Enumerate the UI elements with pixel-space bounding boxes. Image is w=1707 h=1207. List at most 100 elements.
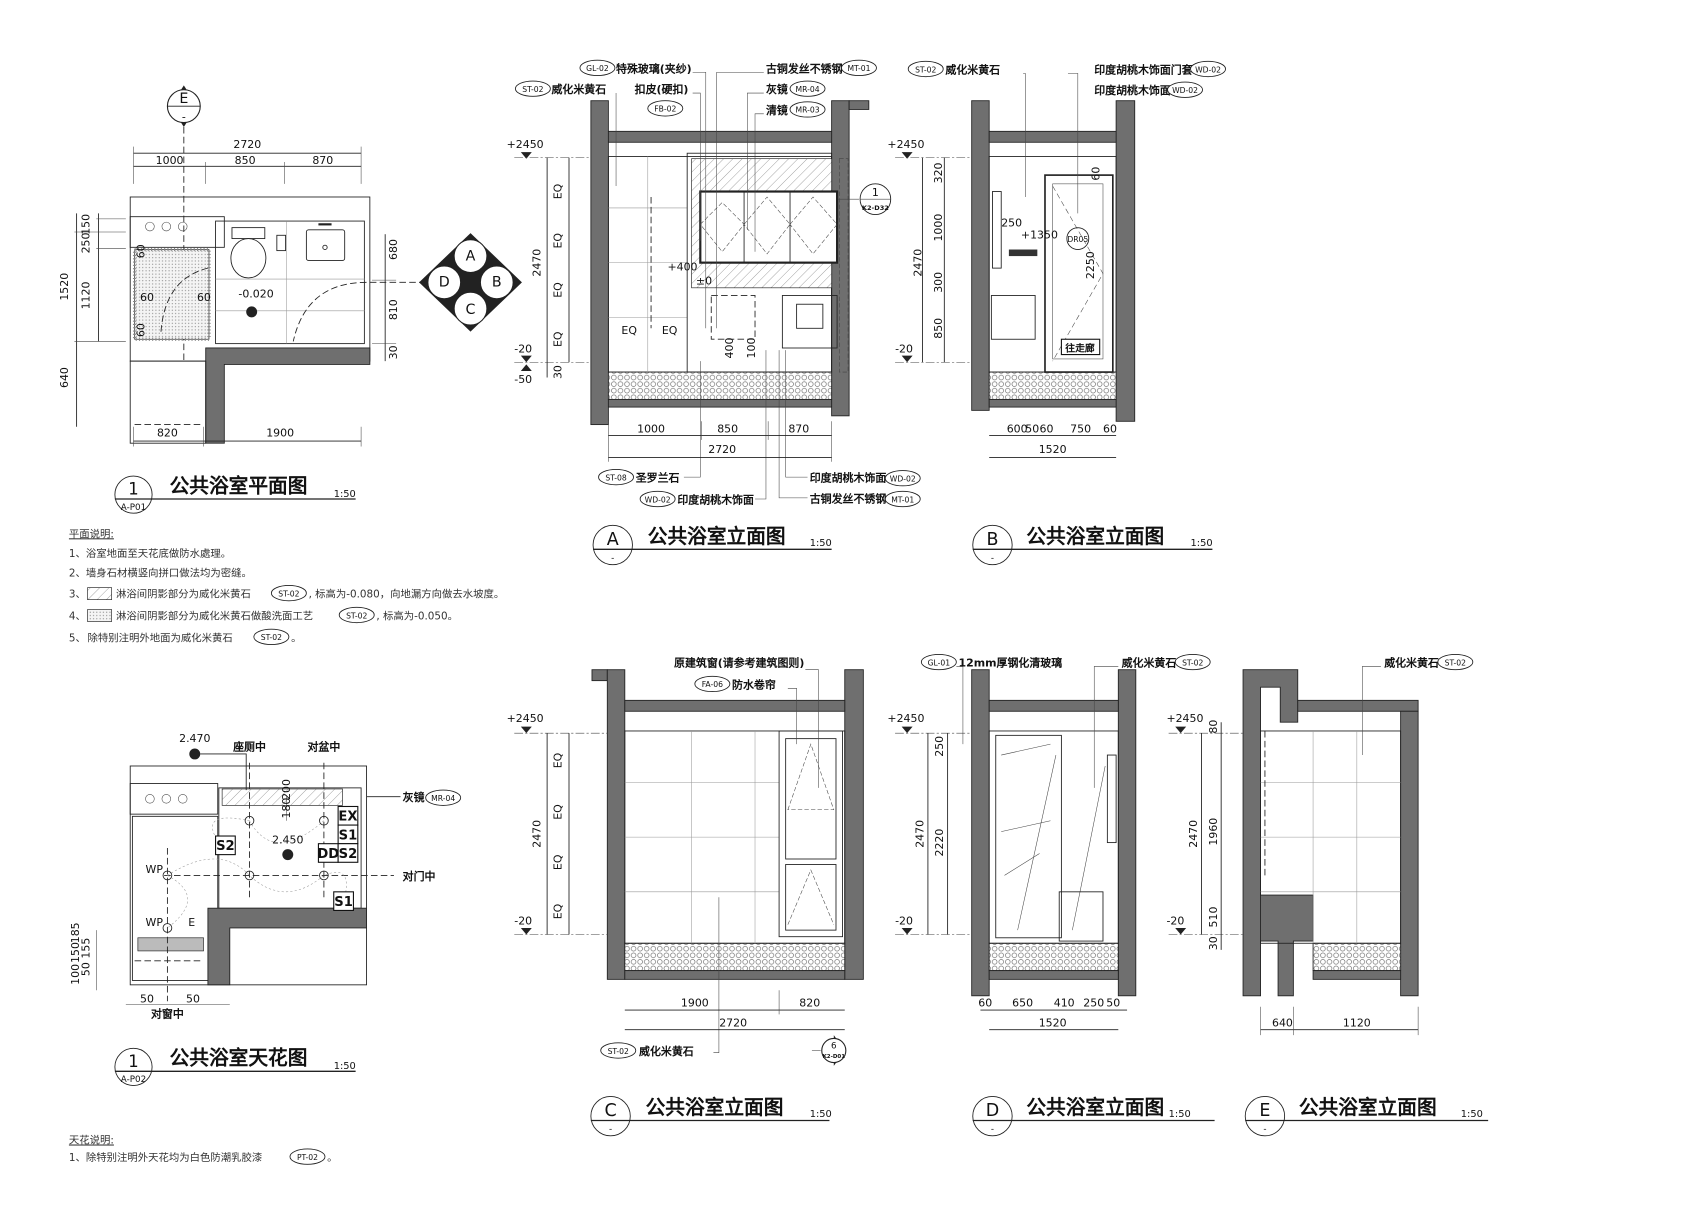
label: - xyxy=(182,110,186,123)
drawing-line xyxy=(289,1148,326,1165)
label: -20 xyxy=(514,342,532,355)
label: 250 xyxy=(1001,217,1022,230)
dims-top: 2720 1000 850 870 xyxy=(133,138,362,184)
label: 1:50 xyxy=(1169,1109,1191,1120)
label: S2 xyxy=(216,839,235,854)
drawing-line xyxy=(1060,338,1101,356)
label: ±0 xyxy=(696,275,712,288)
label: 1 xyxy=(128,1052,138,1071)
label: 850 xyxy=(717,422,738,435)
label: 80 xyxy=(1207,720,1220,734)
material-labels: GL-01 12mm厚钢化清玻璃 威化米黄石 ST-02 xyxy=(920,653,1211,671)
elevation-d-title: D - 公共浴室立面图 1:50 xyxy=(972,1096,1215,1137)
drawing-line xyxy=(971,100,990,411)
glass-screen xyxy=(995,734,1062,939)
label: EQ xyxy=(551,804,564,820)
dims-bottom: 640 1120 xyxy=(1260,1006,1419,1036)
drawing-line xyxy=(231,227,266,240)
ceiling-notes: 天花说明: 1、除特别注明外天花均为白色防潮乳胶漆 PT-02 。 xyxy=(69,1134,338,1165)
label: EQ xyxy=(551,184,564,200)
label: 。 xyxy=(291,632,301,644)
shower-area xyxy=(134,249,210,340)
drawing-line xyxy=(713,669,819,1053)
drawing-line xyxy=(907,60,944,78)
label: 1 xyxy=(128,480,138,499)
elevation-index-marker[interactable]: A B C D xyxy=(419,233,522,332)
drawing-line xyxy=(453,239,488,274)
drawing-line xyxy=(114,475,153,514)
drawing-line xyxy=(161,794,171,804)
label: 640 xyxy=(1272,1016,1293,1029)
elevation-b: DR05 往走廊 2250 60 250 +1350 ST-02 威化米黄石 印… xyxy=(887,60,1226,566)
material-labels: 威化米黄石 ST-02 xyxy=(1384,653,1474,671)
dims-bottom: 820 1900 xyxy=(133,427,362,447)
label: 2.450 xyxy=(272,834,303,847)
drawing-line xyxy=(972,524,1013,566)
drawing-line xyxy=(1167,81,1203,98)
drawing-line xyxy=(167,875,188,929)
section-marker-e[interactable]: E - xyxy=(166,85,201,127)
label: , 标高为-0.080，向地漏方向做去水坡度。 xyxy=(309,587,505,600)
label: 1520 xyxy=(1039,1016,1067,1029)
towel-rack xyxy=(992,191,1002,269)
drawing-line xyxy=(178,221,188,232)
mirror-strip xyxy=(221,788,343,806)
label: S1 xyxy=(339,828,358,843)
elevation-d: GL-01 12mm厚钢化清玻璃 威化米黄石 ST-02 +2450 -20 2… xyxy=(887,653,1215,1137)
drawing-line xyxy=(920,653,957,671)
drawing-line xyxy=(1437,653,1474,671)
drawing-line xyxy=(1244,1096,1286,1137)
drawing-line xyxy=(607,398,833,408)
label: 公共浴室立面图 xyxy=(1299,1096,1437,1119)
label: 2、墙身石材横竖向拼口做法均为密缝。 xyxy=(69,567,252,580)
drawing-line xyxy=(129,783,219,815)
label: ST-02 xyxy=(522,85,543,94)
label: 1:50 xyxy=(810,1109,832,1120)
dot-swatch xyxy=(87,609,112,622)
label: 850 xyxy=(932,318,945,339)
label: WD-02 xyxy=(645,495,671,504)
label: 平面说明: xyxy=(69,527,114,540)
label: 100 xyxy=(69,964,82,985)
label: 印度胡桃木饰面门套 xyxy=(1094,62,1193,76)
label: 2720 xyxy=(719,1016,747,1029)
label: GL-01 xyxy=(928,658,951,667)
label: 820 xyxy=(799,997,820,1010)
callout-detail[interactable]: 6 K2-D01 xyxy=(811,1035,847,1066)
label: ST-02 xyxy=(261,633,282,642)
drawing-line xyxy=(453,291,488,326)
drawing-line xyxy=(270,585,307,602)
drawing-line xyxy=(988,130,1117,143)
label: MR-04 xyxy=(431,794,455,803)
drawing-line xyxy=(1106,754,1117,844)
label: 1900 xyxy=(681,997,709,1010)
label: 60 xyxy=(197,291,211,304)
floor-plan: E - 2720 1000 850 870 xyxy=(58,85,522,514)
label: +2450 xyxy=(1166,712,1203,725)
drawing-line xyxy=(598,469,634,486)
callout-detail[interactable]: 1 K2-D32 xyxy=(838,183,892,215)
drawing-line xyxy=(971,669,990,997)
drawing-line xyxy=(1058,891,1104,942)
label: 2250 xyxy=(1084,251,1097,279)
label: 650 xyxy=(1012,997,1033,1010)
label: 870 xyxy=(788,422,809,435)
label: EQ xyxy=(621,324,637,337)
drawing-line xyxy=(520,726,532,734)
label: EX xyxy=(338,810,357,825)
label: 50 xyxy=(1025,422,1039,435)
drawing-line xyxy=(319,870,329,881)
dims-left: 1520 150 250 1120 640 xyxy=(58,213,126,427)
drawing-line xyxy=(988,398,1117,408)
label: 320 xyxy=(932,162,945,183)
label: 400 xyxy=(723,338,736,359)
fixture-symbols: EX S1 DD S2 S2 S1 xyxy=(215,805,359,911)
drawing-line xyxy=(114,1047,153,1086)
drawing-line xyxy=(699,196,838,255)
label: 185 xyxy=(69,922,82,943)
drawing-line xyxy=(167,858,347,893)
drawing-line xyxy=(244,870,255,881)
drawing-line xyxy=(1312,970,1402,980)
drawing-line xyxy=(884,490,921,508)
label: GL-02 xyxy=(586,64,609,73)
